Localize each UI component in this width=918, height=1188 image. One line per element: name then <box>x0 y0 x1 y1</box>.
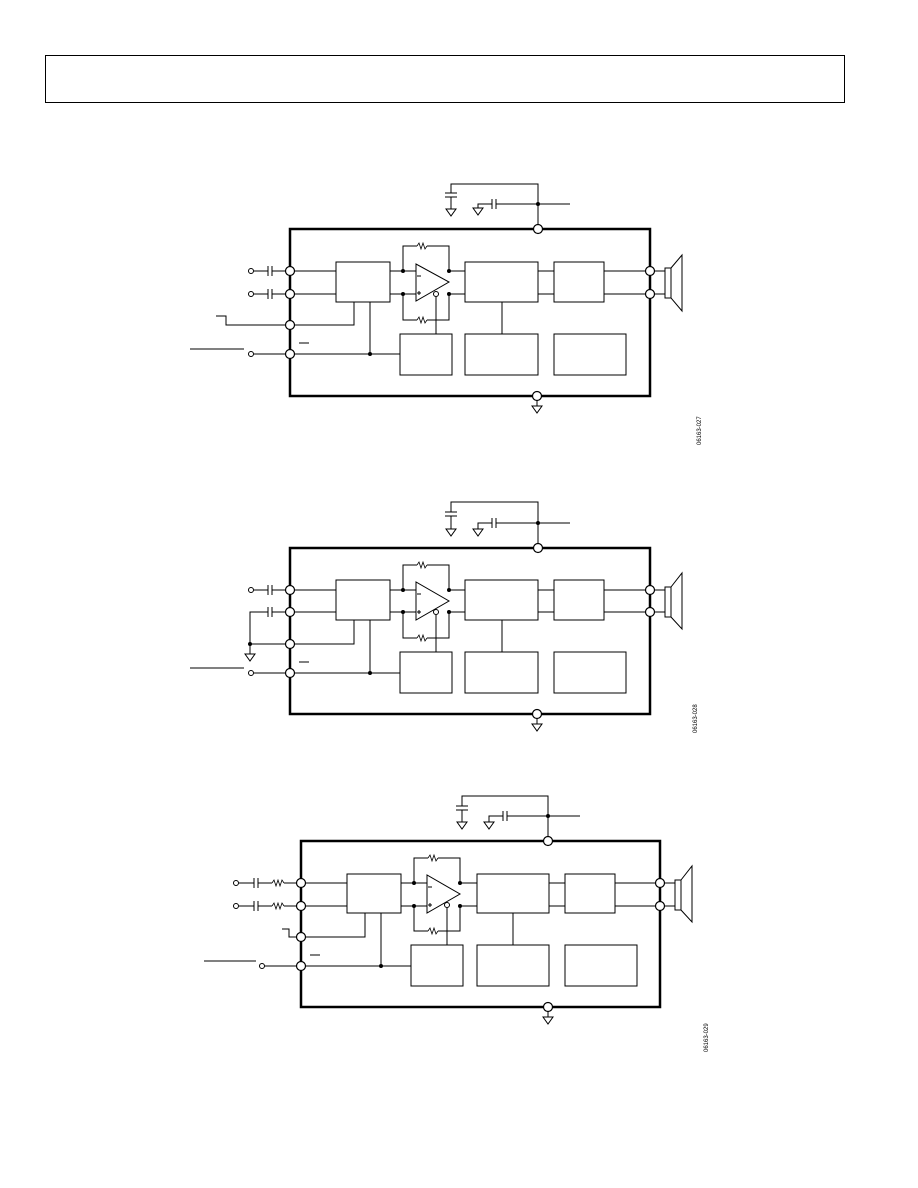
figure-code: 06163-028 <box>693 704 699 733</box>
application-circuit-diagram-3: 06163-029 <box>204 795 710 1052</box>
application-circuit-diagram-2: 06163-028 <box>190 501 699 733</box>
figure-code: 06163-027 <box>697 416 703 445</box>
application-circuit-diagram-1: 06163-027 <box>190 183 703 445</box>
page-header-box <box>45 55 845 103</box>
figure-code: 06163-029 <box>704 1023 710 1052</box>
